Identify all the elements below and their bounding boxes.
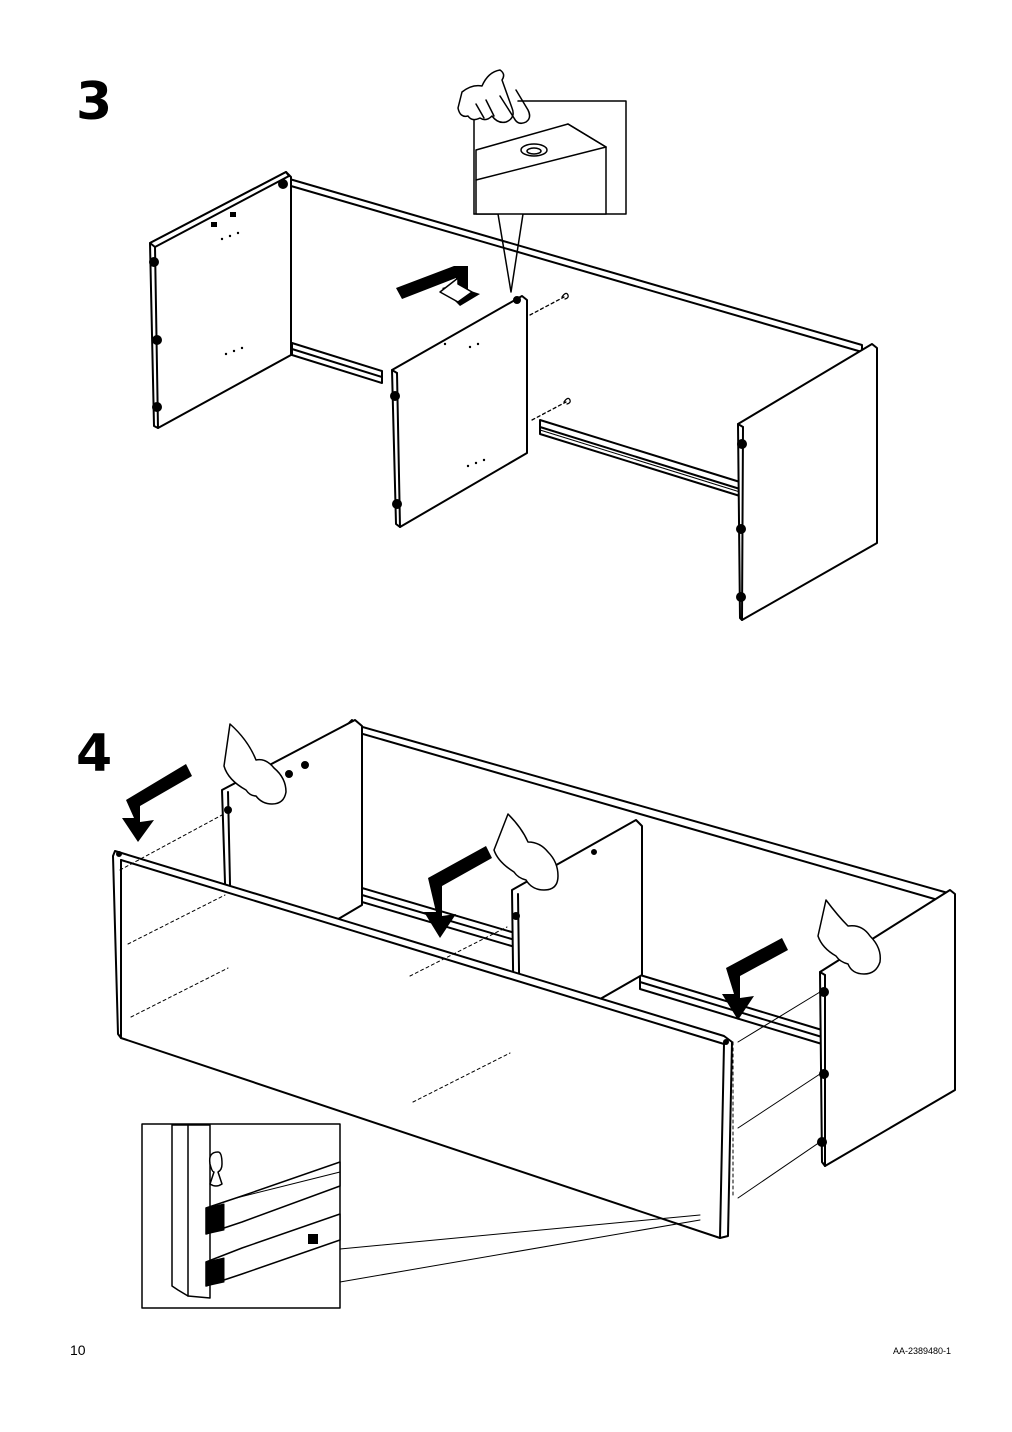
step-4-illustration	[112, 719, 956, 1309]
document-code: AA-2389480-1	[893, 1346, 952, 1356]
dowel	[529, 292, 571, 421]
hand-icon	[223, 723, 882, 975]
push-arrow-icon	[396, 266, 480, 306]
page-number: 10	[70, 1342, 86, 1358]
right-side-panel	[736, 343, 878, 621]
keyhole-rail-detail-icon	[141, 1123, 341, 1309]
finger-pointing-hole-icon	[457, 69, 627, 293]
step-3-number: 3	[76, 72, 113, 132]
step-3-illustration	[149, 69, 878, 621]
left-side-panel	[149, 171, 292, 429]
step-4-number: 4	[76, 724, 113, 784]
front-panel	[112, 814, 733, 1239]
divider-panel	[390, 295, 528, 528]
down-arrow-icon	[122, 764, 788, 1020]
leader-line	[339, 991, 821, 1283]
